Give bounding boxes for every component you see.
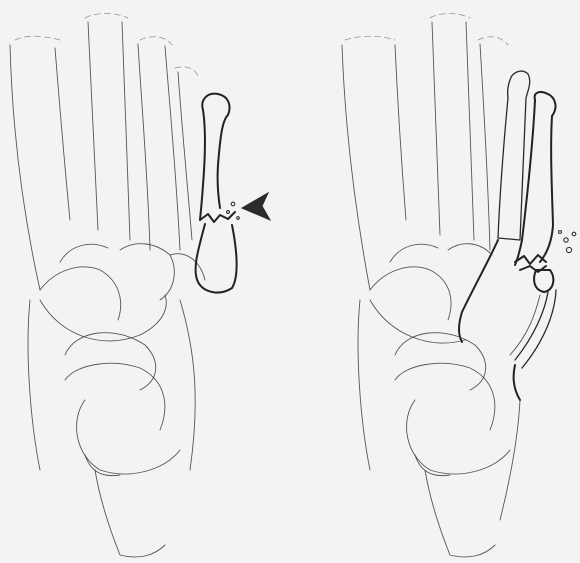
right-heel-base <box>415 455 450 476</box>
left-toe-outline-3 <box>140 37 172 45</box>
right-fragment-chip-3 <box>566 247 571 252</box>
left-talus <box>65 363 165 430</box>
left-toe-outline-1 <box>15 36 60 40</box>
left-navicular <box>40 295 166 341</box>
left-talus-head <box>65 333 156 390</box>
left-fifth-metatarsal-shaft <box>202 94 229 208</box>
right-toe-outline-3 <box>478 37 508 45</box>
right-toe-outline-1 <box>345 36 395 40</box>
right-foot-panel <box>342 14 576 557</box>
right-toe-outline-2 <box>430 14 470 19</box>
right-talus-head <box>395 333 486 390</box>
left-cuboid <box>170 254 205 280</box>
right-metatarsal-3 <box>480 44 490 250</box>
right-cuboid-lower <box>514 365 520 400</box>
right-fragment-chip-1 <box>564 238 568 242</box>
left-fifth-metatarsal-base <box>196 224 237 293</box>
right-metatarsal-2 <box>432 22 440 235</box>
left-metatarsal-1b <box>55 48 70 220</box>
right-tendon-line-2 <box>522 290 556 368</box>
left-fifth-metatarsal-medial <box>200 110 205 220</box>
right-fifth-metatarsal-base <box>534 270 553 292</box>
left-cuneiform-1 <box>40 267 121 320</box>
left-fracture-line <box>200 212 235 222</box>
left-calcaneus-2 <box>95 470 165 557</box>
left-cuneiform-3 <box>120 244 174 300</box>
left-cuneiform-2 <box>60 244 108 262</box>
left-metatarsal-2b <box>122 22 130 240</box>
left-metatarsal-2 <box>88 22 98 230</box>
right-fifth-metatarsal-shaft <box>535 92 556 262</box>
right-fragment-chip-4 <box>559 231 562 234</box>
right-fragment-chip-2 <box>572 232 576 236</box>
right-calcaneus-2 <box>425 470 495 557</box>
left-metatarsal-3b <box>165 46 180 250</box>
arrowhead-pointer-icon <box>242 193 270 220</box>
left-metatarsal-4 <box>178 72 192 240</box>
left-heel-base <box>85 455 120 476</box>
left-metatarsal-3 <box>138 44 150 250</box>
right-metatarsal-2b <box>466 22 474 240</box>
right-metatarsal-1b <box>395 45 406 220</box>
right-metatarsal-1 <box>342 45 370 290</box>
right-tendon-line-1 <box>515 292 548 360</box>
right-cuneiform-2 <box>390 244 438 262</box>
left-metatarsal-1 <box>10 45 40 290</box>
left-foot-panel <box>10 14 270 557</box>
left-toe-outline-2 <box>85 14 128 19</box>
right-cuneiform-3 <box>448 244 492 255</box>
right-talus <box>395 363 495 430</box>
right-medial-border <box>358 300 370 470</box>
right-cuneiform-1 <box>370 267 451 320</box>
left-fragment-chip-3 <box>237 217 240 220</box>
left-fragment-chip-2 <box>227 211 230 214</box>
left-medial-border <box>28 300 40 470</box>
left-fragment-chip-1 <box>231 202 235 206</box>
right-lateral-lower <box>500 400 520 520</box>
left-lateral-border <box>180 300 195 470</box>
